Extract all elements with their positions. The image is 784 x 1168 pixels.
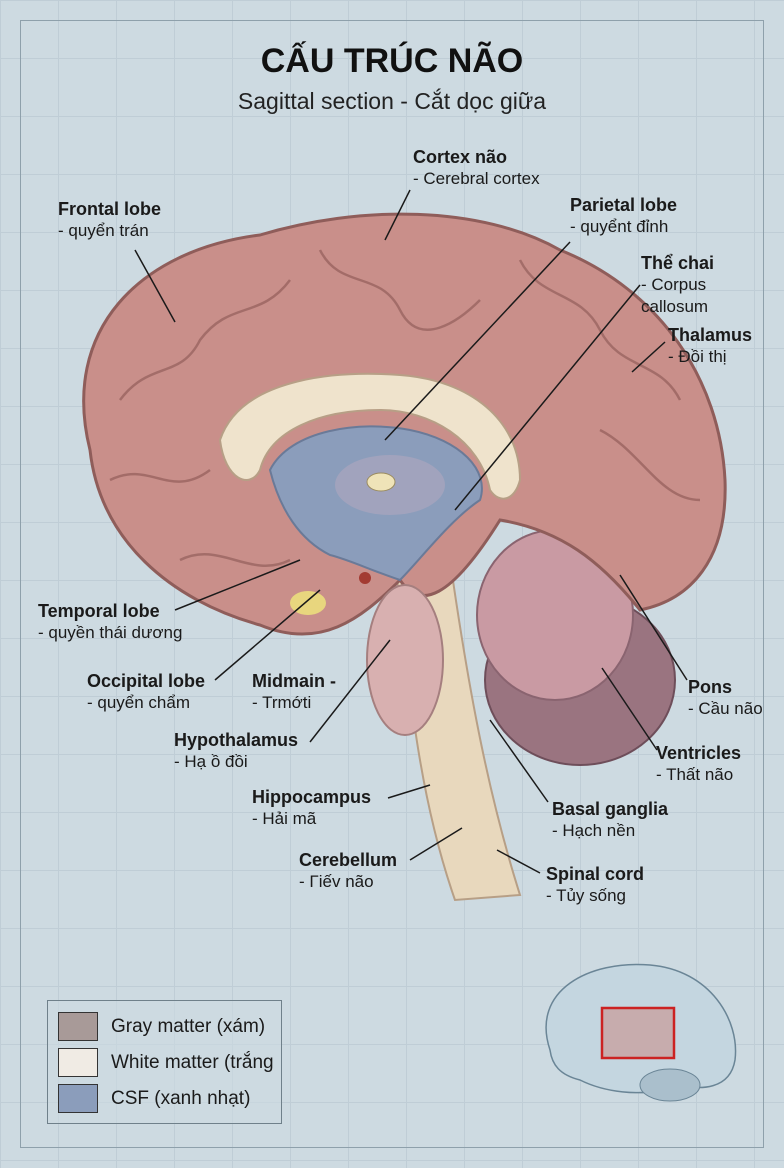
inset-brain-locator [545, 963, 737, 1102]
legend: Gray matter (xám) White matter (trắng CS… [47, 1000, 282, 1124]
page-subtitle: Sagittal section - Cắt dọc giữa [237, 88, 547, 114]
legend-swatch [58, 1084, 98, 1113]
label-hypothalamus: Hypothalamus- Hạ ồ đồi [174, 730, 299, 771]
label-cerebellum: Cerebellum- Γiếv não [299, 850, 398, 891]
legend-item-white-matter: White matter (trắng [58, 1048, 274, 1077]
label-temporal-lobe: Temporal lobe- quyền thái dương [38, 601, 183, 642]
label-frontal-lobe: Frontal lobe- quyển trán [58, 199, 161, 240]
label-hippocampus: Hippocampus- Hải mã [252, 787, 372, 828]
legend-swatch [58, 1048, 98, 1077]
label-spinal-cord: Spinal cord- Tủy sống [546, 864, 645, 905]
label-midbrain: Midmain -- Trmớti [252, 671, 336, 712]
legend-swatch [58, 1012, 98, 1041]
page-frame [20, 20, 764, 1148]
label-thalamus: Thalamus- Đồi thị [668, 325, 753, 366]
label-ventricles: Ventricles- Thất não [656, 743, 742, 784]
pons-shape [366, 584, 444, 736]
label-basal-ganglia: Basal ganglia- Hạch nền [552, 799, 669, 840]
page-title: CẤU TRÚC NÃO [260, 42, 524, 80]
label-pons: Pons- Cầu não [688, 677, 763, 718]
label-cortex: Cortex não- Cerebral cortex [413, 147, 540, 188]
label-corpus-callosum: Thể chai- Corpus callosum [641, 253, 715, 316]
corpus-callosum [218, 372, 522, 500]
label-occipital-lobe: Occipital lobe- quyển chẩm [87, 671, 206, 712]
label-parietal-lobe: Parietal lobe- quyểnt đỉnh [570, 195, 678, 236]
legend-item-gray-matter: Gray matter (xám) [58, 1012, 265, 1041]
cerebrum [82, 212, 727, 636]
legend-item-csf: CSF (xanh nhạt) [58, 1084, 250, 1113]
